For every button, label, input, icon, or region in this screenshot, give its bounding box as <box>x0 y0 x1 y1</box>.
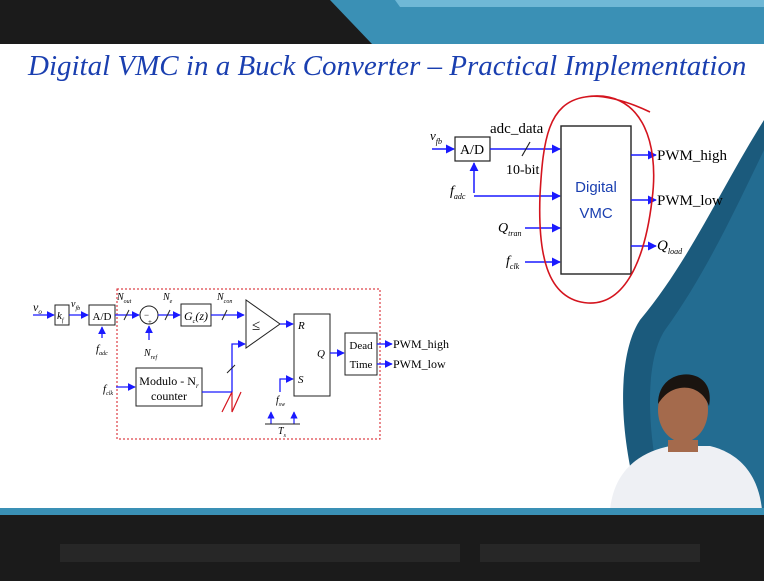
footer-band <box>0 508 764 581</box>
vmc-label-line1: Digital <box>575 179 617 196</box>
top-bus-slash <box>521 141 531 157</box>
ncon-slash <box>221 309 228 321</box>
top-adc-label: A/D <box>460 143 484 158</box>
sr-latch-block <box>293 313 331 397</box>
digital-vmc-block <box>560 125 632 275</box>
comparator-block <box>245 299 281 349</box>
bottom-out1-label: PWM_high <box>393 337 449 351</box>
counter-label-line2: counter <box>151 389 187 403</box>
dead-label-line2: Time <box>350 359 373 371</box>
top-fadc-label: fadc <box>450 184 466 201</box>
summer-minus: − <box>144 310 149 320</box>
nref-label: Nref <box>143 348 158 361</box>
header-band <box>0 0 764 44</box>
nout-slash <box>123 309 130 321</box>
summer-plus: + <box>148 318 152 326</box>
ne-label: Ne <box>162 292 173 305</box>
ne-slash <box>164 309 171 321</box>
sawtooth-icon <box>221 391 242 413</box>
fsw-label: fsw <box>276 395 285 408</box>
latch-r-label: R <box>297 320 305 332</box>
bottom-out2-label: PWM_low <box>393 357 446 371</box>
dead-time-block <box>344 332 378 376</box>
bottom-vfb-label: vfb <box>71 299 80 312</box>
modulo-counter-block <box>135 367 203 407</box>
presenter-shirt <box>610 446 762 510</box>
compensator-label: Gc(z) <box>184 309 208 325</box>
fsw-arrow <box>279 375 294 392</box>
presenter-face <box>658 378 708 442</box>
bottom-fadc-label: fadc <box>96 343 108 357</box>
counter-label-line1: Modulo - Nr <box>139 374 199 390</box>
top-out3-label: Qload <box>657 238 683 256</box>
top-adc-data-label: adc_data <box>490 121 544 137</box>
latch-q-label: Q <box>317 348 325 360</box>
presenter-neck <box>668 440 698 452</box>
top-vfb-label: vfb <box>430 128 442 146</box>
vmc-label-line2: VMC <box>579 205 613 222</box>
top-fclk-label: fclk <box>506 254 520 271</box>
bottom-diagram: vo kf vfb A/D fadc Nout − + Nref Ne Gc(z… <box>33 288 449 440</box>
top-qtran-label: Qtran <box>498 221 521 238</box>
annotation-ellipse <box>538 95 655 304</box>
comparator-symbol: ≤ <box>252 318 260 334</box>
latch-s-label: S <box>298 374 304 386</box>
top-bit-label: 10-bit <box>506 163 540 178</box>
slide-title: Digital VMC in a Buck Converter – Practi… <box>28 50 747 82</box>
ncon-label: Ncon <box>216 292 232 305</box>
bottom-vo-label: vo <box>33 300 42 316</box>
top-diagram: vfb A/D fadc adc_data 10-bit Qtran fclk … <box>430 95 728 304</box>
presenter-video <box>610 374 762 510</box>
counter-to-comparator <box>231 340 246 392</box>
presenter-hair <box>658 374 710 406</box>
bottom-fclk-label: fclk <box>103 383 113 397</box>
top-out1-label: PWM_high <box>657 148 728 164</box>
nout-label: Nout <box>116 292 132 305</box>
top-adc-block <box>454 136 491 162</box>
counter-slash <box>226 364 236 374</box>
dead-label-line1: Dead <box>349 340 373 352</box>
bottom-adc-label: A/D <box>93 311 112 323</box>
kf-label: kf <box>57 310 65 324</box>
ts-label: Ts <box>278 426 287 439</box>
top-out2-label: PWM_low <box>657 193 723 209</box>
